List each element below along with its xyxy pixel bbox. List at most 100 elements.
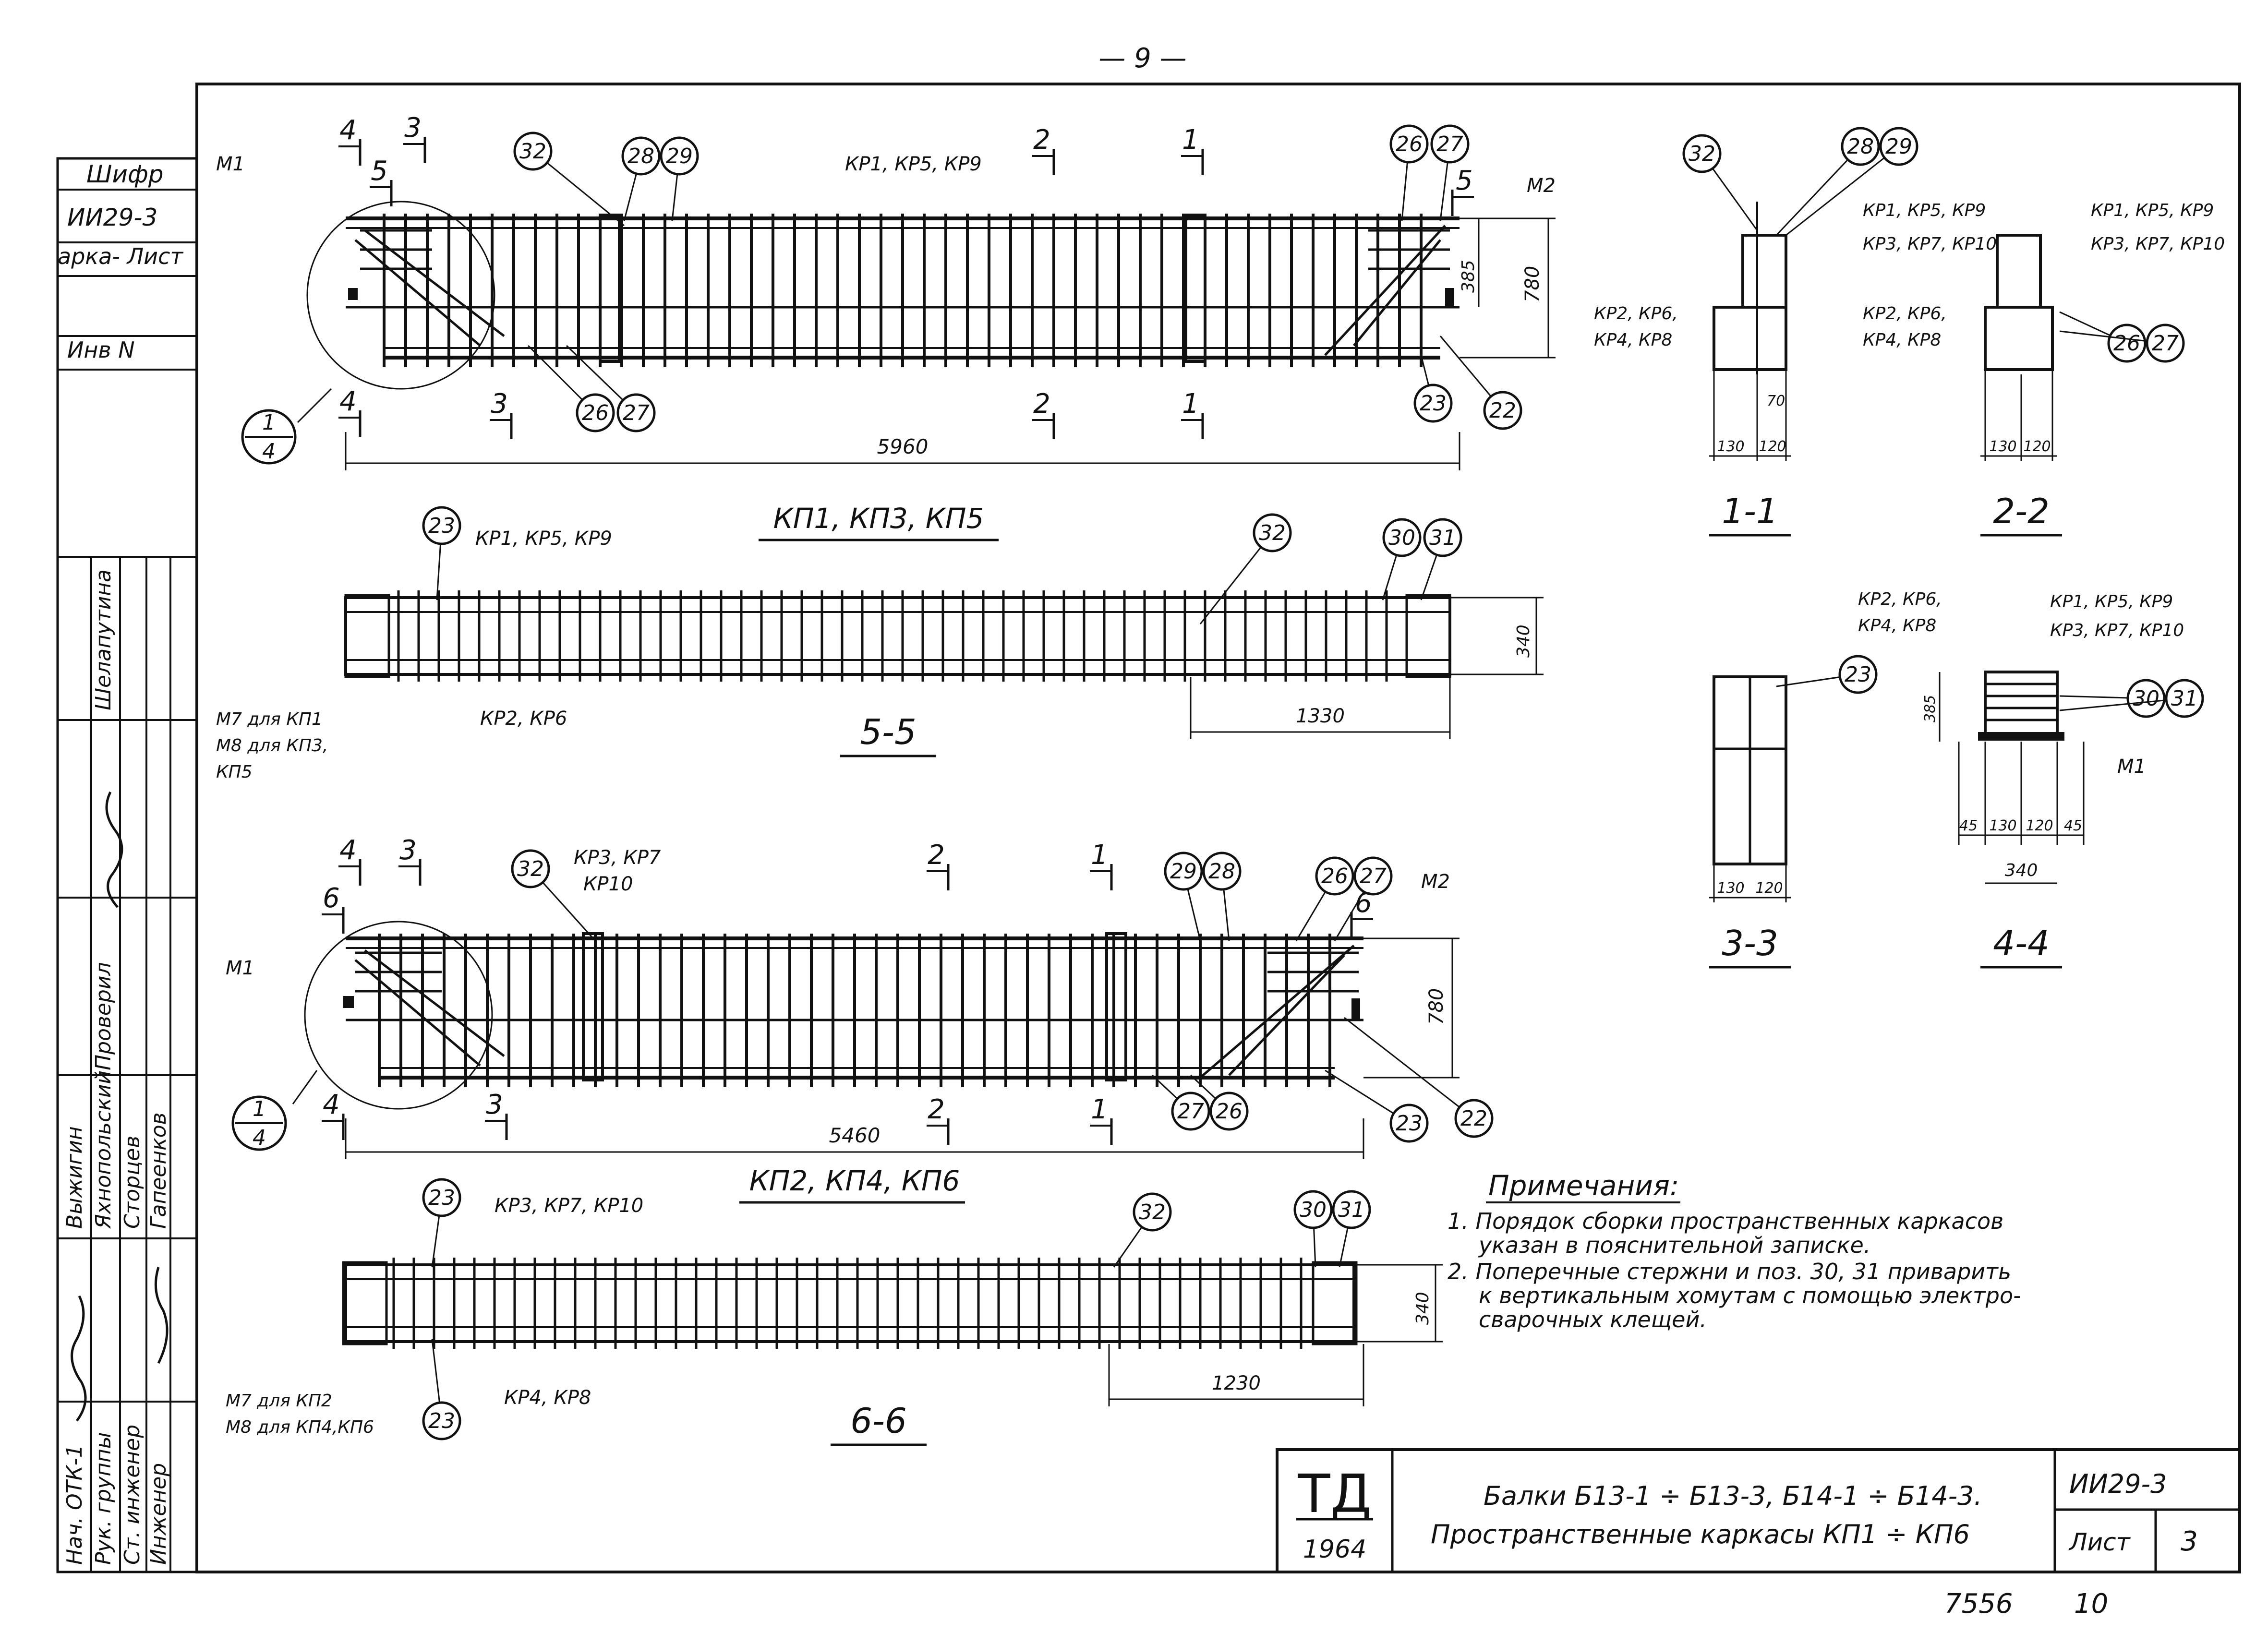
- position-callout-28: 28: [1202, 852, 1242, 941]
- title-logo: ТД: [1297, 1463, 1371, 1524]
- label-kr37: КР3, КР7: [574, 847, 661, 869]
- signature-scribble-2: [71, 1295, 87, 1422]
- title-code: ИИ29-3: [2069, 1469, 2167, 1499]
- cut-number: 2: [1033, 124, 1050, 156]
- cut-number: 4: [339, 115, 357, 146]
- dim-130-s3: 130: [1717, 880, 1744, 897]
- position-number: 22: [1460, 1106, 1487, 1131]
- position-number: 32: [1689, 142, 1715, 166]
- position-number: 32: [517, 857, 544, 881]
- section-4-4: 385 45 130 120 45 340: [1922, 671, 2085, 884]
- position-callout-32: 32: [511, 849, 596, 942]
- position-number: 28: [1847, 134, 1874, 159]
- section-3-3: 130 120: [1709, 675, 1791, 902]
- label-kr48-s1: КР4, КР8: [1594, 330, 1672, 350]
- cut-marker-3: 3: [403, 112, 426, 163]
- stamp-role-2: Рук. группы: [91, 1432, 116, 1565]
- position-callout-28: 28: [621, 136, 661, 221]
- cut-number: 5: [371, 156, 388, 187]
- dim-1330: 1330: [1296, 705, 1345, 727]
- stamp-cipher-value: ИИ29-3: [67, 204, 157, 231]
- label-kr159-b: КР1, КР5, КР9: [475, 528, 612, 550]
- side-stamp: Шифр ИИ29-3 арка- Лист Инв N Шелапутина …: [56, 157, 198, 1573]
- position-callout-29: 29: [1785, 127, 1918, 236]
- cut-marker-2: 2: [927, 840, 950, 890]
- cut-marker-6: 6: [1350, 888, 1373, 938]
- dim-780-b: 780: [1425, 988, 1448, 1025]
- label-kr26-s1: КР2, КР6,: [1594, 304, 1678, 324]
- note-line-5: сварочных клещей.: [1479, 1307, 1707, 1332]
- label-kr159-s1: КР1, КР5, КР9: [1863, 201, 1986, 220]
- position-callout-27: 27: [1334, 856, 1393, 941]
- stamp-signature-action-3: Шелапутина: [91, 569, 116, 710]
- position-callout-29: 29: [1164, 852, 1203, 941]
- label-m1-b: М1: [226, 957, 254, 979]
- position-callout-22: 22: [1344, 1017, 1494, 1138]
- position-number: 23: [1845, 662, 1871, 687]
- position-number: 23: [428, 1186, 455, 1210]
- detail-marker-2-top: 1: [253, 1097, 266, 1121]
- position-number: 32: [1259, 521, 1286, 545]
- stamp-role-3: Ст. инженер: [120, 1425, 145, 1565]
- dim-130-s4: 130: [1989, 817, 2016, 834]
- label-m2-a: М2: [1527, 175, 1556, 197]
- dim-1230: 1230: [1212, 1372, 1261, 1394]
- position-callout-23: 23: [1776, 655, 1878, 694]
- beam-kp246-plan: 340 1230: [342, 1258, 1443, 1406]
- position-number: 27: [1360, 864, 1387, 888]
- cut-number: 1: [1091, 1094, 1108, 1125]
- dim-130-s2: 130: [1989, 438, 2016, 455]
- stamp-inv-label: Инв N: [67, 337, 135, 363]
- section-title-4-4: 4-4: [1993, 923, 2050, 963]
- label-kr159-s4: КР1, КР5, КР9: [2050, 592, 2173, 612]
- label-kr10: КР10: [583, 873, 633, 895]
- stamp-signature-name-3: Гапеенков: [146, 1112, 171, 1229]
- note-line-2: указан в пояснительной записке.: [1478, 1232, 1870, 1258]
- notes-title: Примечания:: [1488, 1169, 1679, 1202]
- dim-385-a: 385: [1459, 260, 1478, 293]
- position-callout-22: 22: [1439, 336, 1522, 430]
- cut-number: 3: [486, 1089, 503, 1120]
- cut-marker-6: 6: [322, 883, 345, 934]
- beam1-stirrups: [383, 214, 1423, 367]
- label-kr3710-s2: КР3, КР7, КР10: [2091, 234, 2225, 254]
- position-callout-26: 26: [1389, 124, 1429, 221]
- position-callout-30: 30: [1293, 1190, 1333, 1268]
- cut-number: 6: [1355, 888, 1372, 919]
- dim-385-b: 385: [1922, 695, 1939, 722]
- stamp-cipher-label: Шифр: [86, 160, 163, 188]
- dim-5960: 5960: [877, 435, 929, 458]
- cut-marker-4: 4: [338, 115, 362, 166]
- position-callout-23: 23: [422, 506, 461, 600]
- plan1-stirrups: [397, 590, 1388, 682]
- cut-marker-3: 3: [398, 835, 422, 886]
- position-callout-27: 27: [2059, 324, 2185, 363]
- position-number: 27: [623, 401, 650, 425]
- position-callout-26: 26: [1190, 1074, 1249, 1131]
- position-number: 23: [1396, 1111, 1423, 1136]
- position-callout-29: 29: [660, 136, 699, 221]
- detail-marker-2-bottom: 4: [253, 1126, 266, 1150]
- label-m1-a: М1: [216, 153, 245, 175]
- cut-number: 1: [1182, 124, 1199, 156]
- label-kr26-s2: КР2, КР6,: [1863, 304, 1947, 324]
- dim-5460: 5460: [829, 1124, 881, 1147]
- cut-number: 3: [491, 388, 508, 420]
- detail-marker-2: 1 4: [231, 1095, 287, 1151]
- dim-120-s2: 120: [2023, 438, 2051, 455]
- label-kp5: КП5: [216, 762, 253, 782]
- detail-marker-1: 1 4: [241, 409, 297, 465]
- cut-marker-4: 4: [322, 1089, 345, 1140]
- section-title-6-6: 6-6: [850, 1401, 907, 1441]
- position-callout-27: 27: [1151, 1074, 1210, 1131]
- position-callout-27: 27: [1430, 124, 1470, 221]
- section-2-2: 130 120: [1980, 234, 2057, 461]
- label-kr159-s2: КР1, КР5, КР9: [2091, 201, 2214, 220]
- dim-130-s1: 130: [1717, 438, 1744, 455]
- title-block: ТД 1964 Балки Б13-1 ÷ Б13-3, Б14-1 ÷ Б14…: [1276, 1448, 2241, 1573]
- dim-340-b: 340: [1413, 1292, 1433, 1325]
- cut-marker-2: 2: [1032, 124, 1055, 175]
- position-callout-28: 28: [1775, 127, 1880, 236]
- cut-number: 3: [399, 835, 417, 866]
